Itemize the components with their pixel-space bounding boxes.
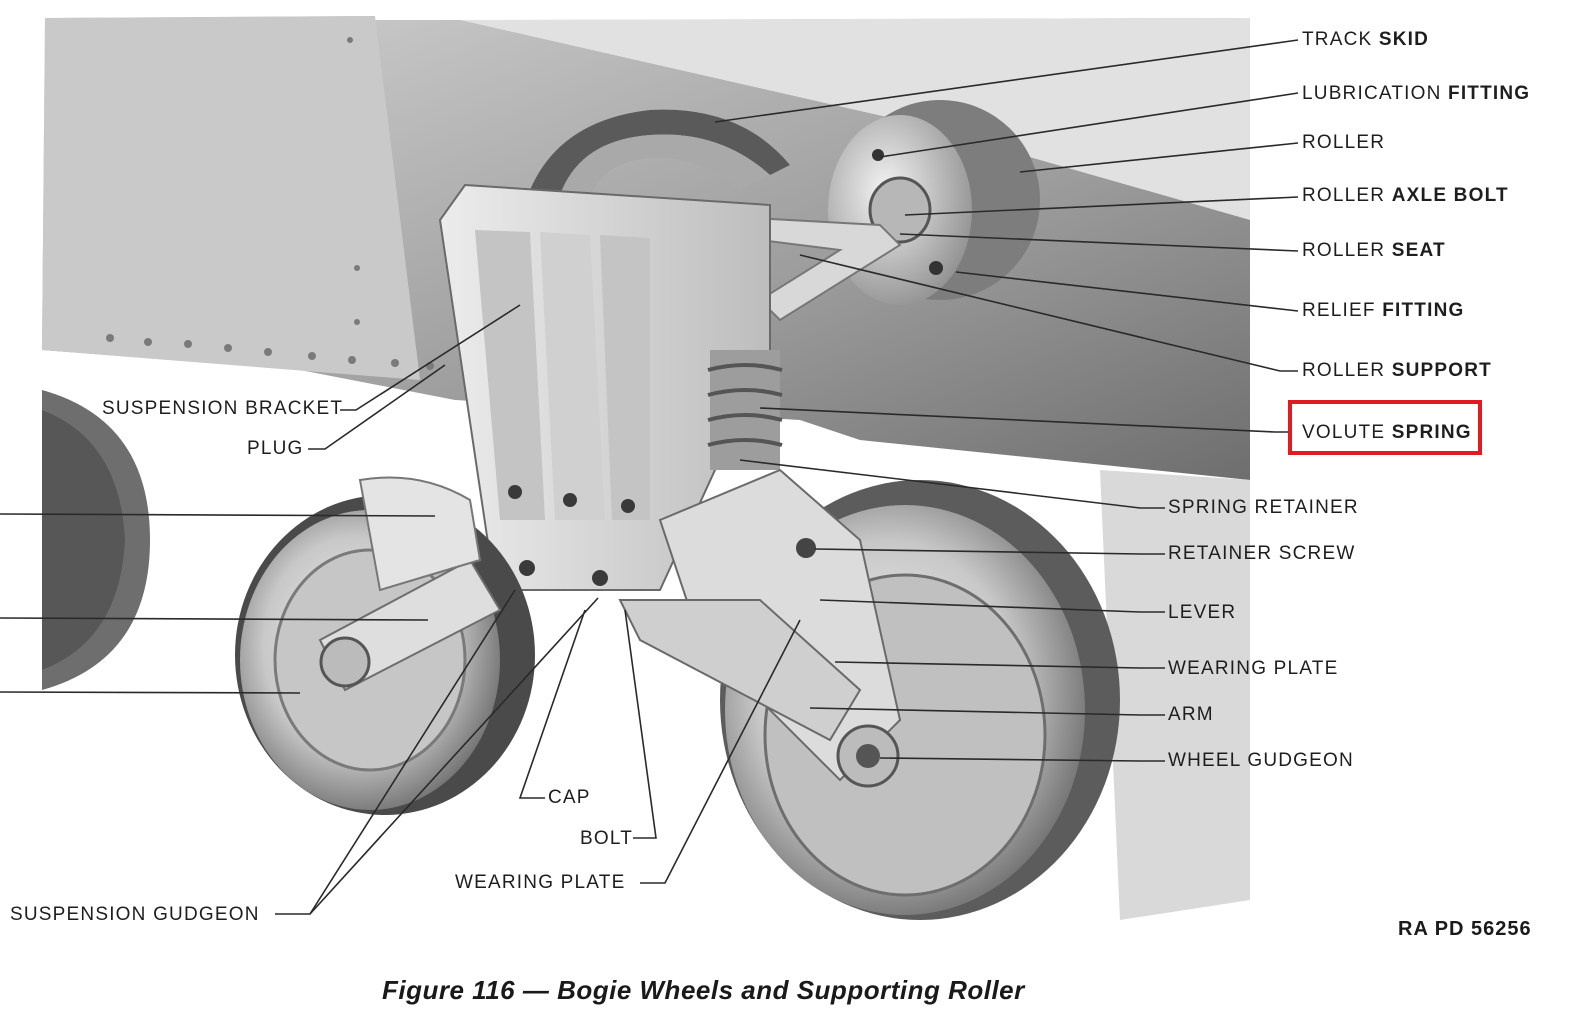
label-track-skid: TRACK SKID	[1302, 29, 1430, 50]
right-bogie-wheel	[618, 468, 1120, 920]
left-bogie-wheel	[235, 476, 535, 815]
label-roller-seat: ROLLER SEAT	[1302, 240, 1446, 261]
label-plug: PLUG	[247, 438, 304, 459]
label-bolt: BOLT	[580, 828, 634, 849]
figure-caption: Figure 116 — Bogie Wheels and Supporting…	[382, 975, 1025, 1005]
volute-spring	[707, 350, 783, 470]
label-roller-axle-bolt: ROLLER AXLE BOLT	[1302, 185, 1509, 206]
label-wearing-plate-bottom: WEARING PLATE	[455, 872, 626, 893]
label-lubrication-fitting: LUBRICATION FITTING	[1302, 83, 1531, 104]
label-roller-support: ROLLER SUPPORT	[1302, 360, 1492, 381]
highlight-box	[1288, 400, 1482, 455]
label-retainer-screw: RETAINER SCREW	[1168, 543, 1356, 564]
label-wheel-gudgeon: WHEEL GUDGEON	[1168, 750, 1354, 771]
label-volute-spring: VOLUTE SPRING	[1302, 422, 1472, 443]
label-cap: CAP	[548, 787, 591, 808]
label-suspension-bracket: SUSPENSION BRACKET	[102, 398, 344, 419]
reference-code: RA PD 56256	[1398, 918, 1532, 940]
label-arm: ARM	[1168, 704, 1214, 725]
label-lever: LEVER	[1168, 602, 1237, 623]
roller-assembly	[697, 100, 1040, 322]
label-spring-retainer: SPRING RETAINER	[1168, 497, 1359, 518]
label-wearing-plate-right: WEARING PLATE	[1168, 658, 1339, 679]
label-suspension-gudgeon: SUSPENSION GUDGEON	[10, 904, 260, 925]
track-skid	[530, 109, 790, 200]
suspension-bracket	[438, 183, 771, 591]
label-roller: ROLLER	[1302, 132, 1386, 153]
label-relief-fitting: RELIEF FITTING	[1302, 300, 1465, 321]
leader-lines	[0, 39, 1299, 915]
